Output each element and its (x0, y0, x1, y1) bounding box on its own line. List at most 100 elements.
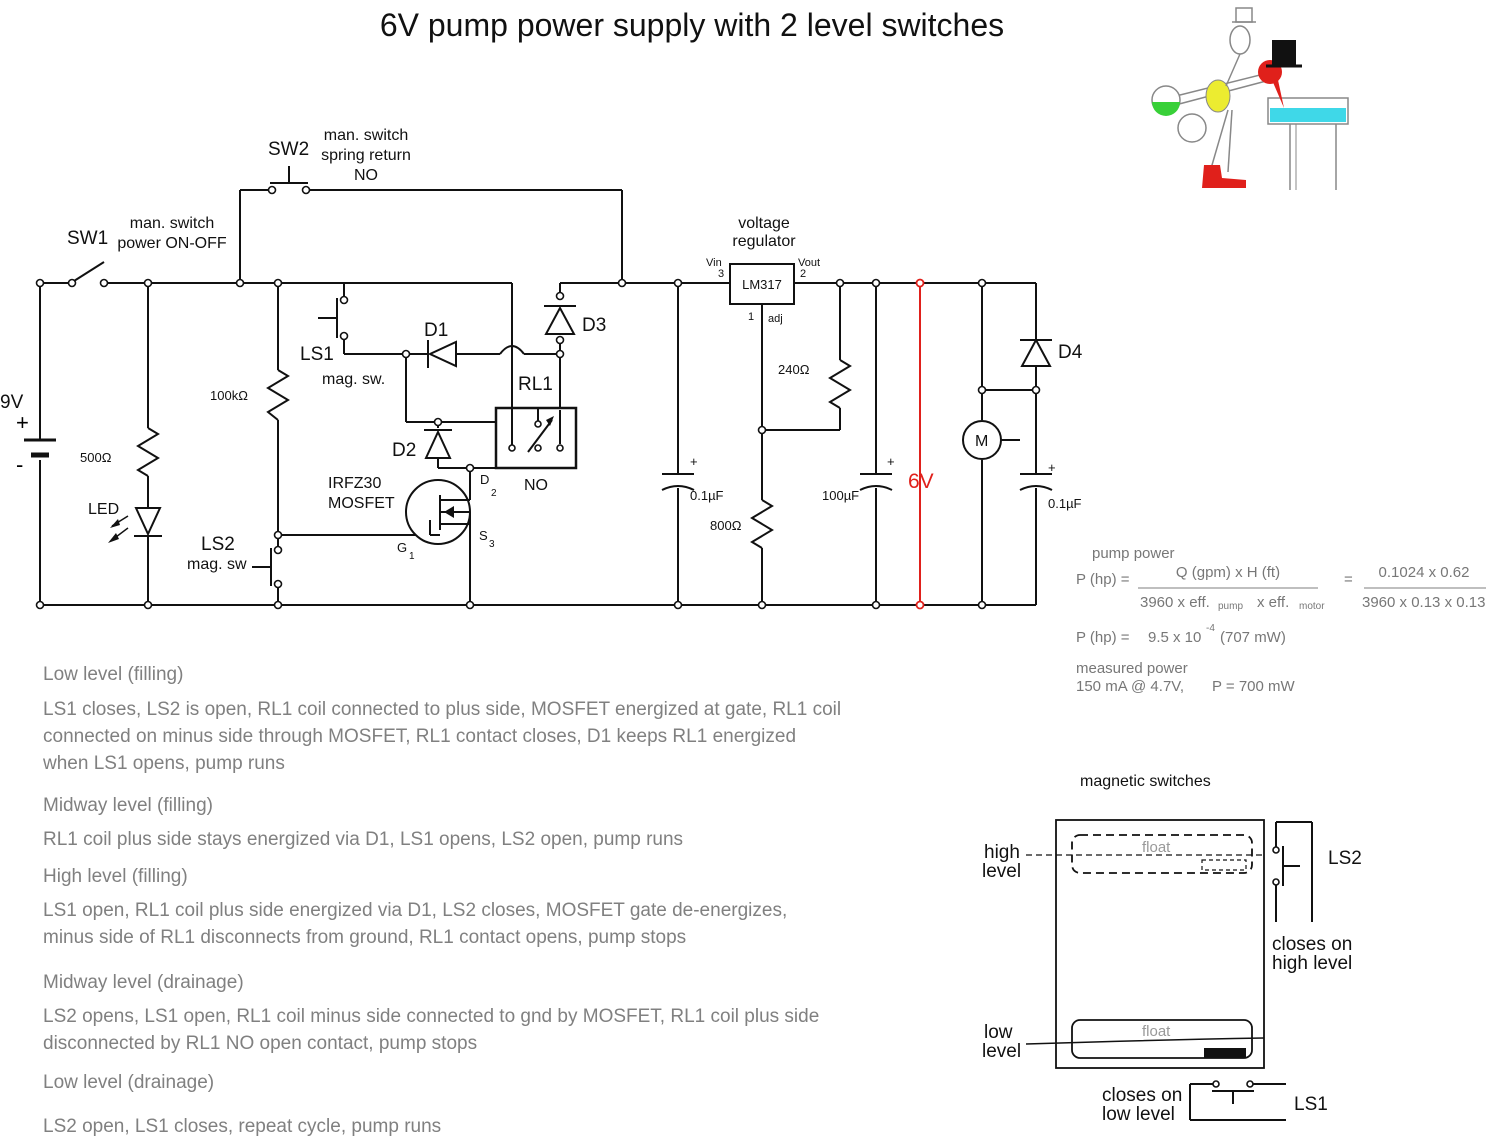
regulator-title-1: voltage (738, 215, 790, 232)
regulator-vout-label: Vout (798, 257, 820, 269)
low-level-label-1: low (984, 1022, 1013, 1043)
ls2-label: LS2 (201, 534, 235, 555)
power-numerator: Q (gpm) x H (ft) (1176, 564, 1280, 581)
power-num-values: 0.1024 x 0.62 (1379, 564, 1470, 581)
float-bottom-label: float (1142, 1023, 1171, 1040)
diode-d1 (427, 340, 457, 368)
mosfet-source-label: S (479, 528, 488, 543)
diode-d2 (424, 429, 452, 459)
regulator-vin-pin: 3 (718, 268, 724, 280)
mosfet-gate-label: G (397, 540, 407, 555)
mosfet-type-label: IRFZ30 (328, 475, 381, 492)
mosfet-drain-pin: 2 (491, 488, 497, 499)
battery-voltage-label: 9V (0, 392, 24, 413)
ls1-label: LS1 (300, 344, 334, 365)
sw2-desc-2: spring return (321, 147, 411, 164)
sw1-switch[interactable] (67, 261, 109, 288)
power-lhs: P (hp) = (1076, 571, 1130, 588)
sw2-label: SW2 (268, 139, 309, 160)
low-fill-text: LS1 closes, LS2 is open, RL1 coil connec… (43, 699, 842, 774)
power-denominator-b-sub: motor (1299, 601, 1325, 612)
r240-label: 240Ω (778, 362, 810, 377)
cap-in-plus: + (690, 454, 698, 469)
power-result-lhs: P (hp) = (1076, 629, 1130, 646)
regulator-adj-pin: 1 (748, 311, 754, 323)
low-fill-title: Low level (filling) (43, 664, 184, 685)
mag-ls1-label: LS1 (1294, 1094, 1328, 1115)
battery-plus-label: + (16, 410, 29, 435)
mosfet-drain-label: D (480, 472, 489, 487)
power-result-base: 9.5 x 10 (1148, 629, 1201, 646)
diode-d4 (1020, 337, 1052, 367)
cap-out-value: 100µF (822, 488, 859, 503)
low-level-label-2: level (982, 1041, 1021, 1062)
r800-label: 800Ω (710, 518, 742, 533)
power-denominator-b: x eff. (1257, 594, 1289, 611)
measured-heading: measured power (1076, 660, 1188, 677)
capacitor-input (661, 473, 695, 491)
mosfet-source-pin: 3 (489, 539, 495, 550)
cap-motor-plus: + (1048, 460, 1056, 475)
lm317-regulator (729, 263, 795, 305)
mosfet-gate-pin: 1 (409, 551, 415, 562)
low-drain-title: Low level (drainage) (43, 1072, 215, 1093)
power-denominator-a: 3960 x eff. (1140, 594, 1210, 611)
measured-current: 150 mA @ 4.7V, (1076, 678, 1184, 695)
circuit-wires (39, 189, 1037, 606)
ls2-note-1: closes on (1272, 934, 1352, 955)
ls1-desc: mag. sw. (322, 371, 385, 388)
pump-motor (962, 420, 1002, 460)
sw1-desc-1: man. switch (130, 215, 214, 232)
measured-power: P = 700 mW (1212, 678, 1296, 695)
d3-label: D3 (582, 315, 606, 336)
d2-label: D2 (392, 440, 416, 461)
power-calculation: pump power P (hp) = Q (gpm) x H (ft) 396… (1076, 545, 1486, 695)
mid-fill-title: Midway level (filling) (43, 795, 213, 816)
battery-9v (24, 438, 56, 458)
ls2-note-2: high level (1272, 953, 1352, 974)
ls1-note-2: low level (1102, 1104, 1175, 1125)
diode-d3 (544, 305, 576, 335)
mosfet-irfz30 (405, 479, 471, 545)
mag-title: magnetic switches (1080, 773, 1211, 790)
d1-label: D1 (424, 320, 448, 341)
capacitor-motor (1019, 473, 1053, 491)
magnetic-switch-diagram: magnetic switches float high level float… (982, 773, 1362, 1125)
diagram-title: 6V pump power supply with 2 level switch… (380, 7, 1004, 43)
ls2-desc: mag. sw (187, 556, 247, 573)
sw2-pushbutton[interactable] (267, 166, 311, 195)
junction-nodes (35, 278, 1041, 610)
power-denominator-a-sub: pump (1218, 601, 1243, 612)
power-heading: pump power (1092, 545, 1175, 562)
high-level-label-2: level (982, 861, 1021, 882)
rl1-contact-label: NO (524, 477, 548, 494)
sw2-desc-1: man. switch (324, 127, 408, 144)
regulator-vout-pin: 2 (800, 268, 806, 280)
mid-fill-text: RL1 coil plus side stays energized via D… (43, 829, 684, 850)
output-voltage-label: 6V (908, 470, 934, 493)
ls1-switch[interactable] (318, 295, 349, 341)
regulator-adj-label: adj (768, 313, 783, 325)
mid-drain-title: Midway level (drainage) (43, 972, 244, 993)
high-fill-title: High level (filling) (43, 866, 188, 887)
float-top-label: float (1142, 839, 1171, 856)
mag-ls2-label: LS2 (1328, 848, 1362, 869)
sw1-desc-2: power ON-OFF (117, 235, 227, 252)
ls2-switch[interactable] (252, 545, 283, 589)
cap-in-value: 0.1µF (690, 488, 724, 503)
r100k-label: 100kΩ (210, 388, 248, 403)
sw1-label: SW1 (67, 228, 108, 249)
led-label: LED (88, 501, 119, 518)
ls1-note-1: closes on (1102, 1085, 1182, 1106)
capacitor-100uf (859, 473, 893, 491)
regulator-vin-label: Vin (706, 257, 722, 269)
cap-out-plus: + (887, 454, 895, 469)
power-result-exp: -4 (1206, 623, 1215, 634)
pump-mascot-illustration (1151, 7, 1349, 190)
mosfet-kind-label: MOSFET (328, 495, 395, 512)
mid-drain-text: LS2 opens, LS1 open, RL1 coil minus side… (43, 1006, 820, 1054)
high-fill-text: LS1 open, RL1 coil plus side energized v… (43, 900, 788, 948)
motor-label: M (975, 433, 988, 450)
power-result-mw: (707 mW) (1220, 629, 1286, 646)
